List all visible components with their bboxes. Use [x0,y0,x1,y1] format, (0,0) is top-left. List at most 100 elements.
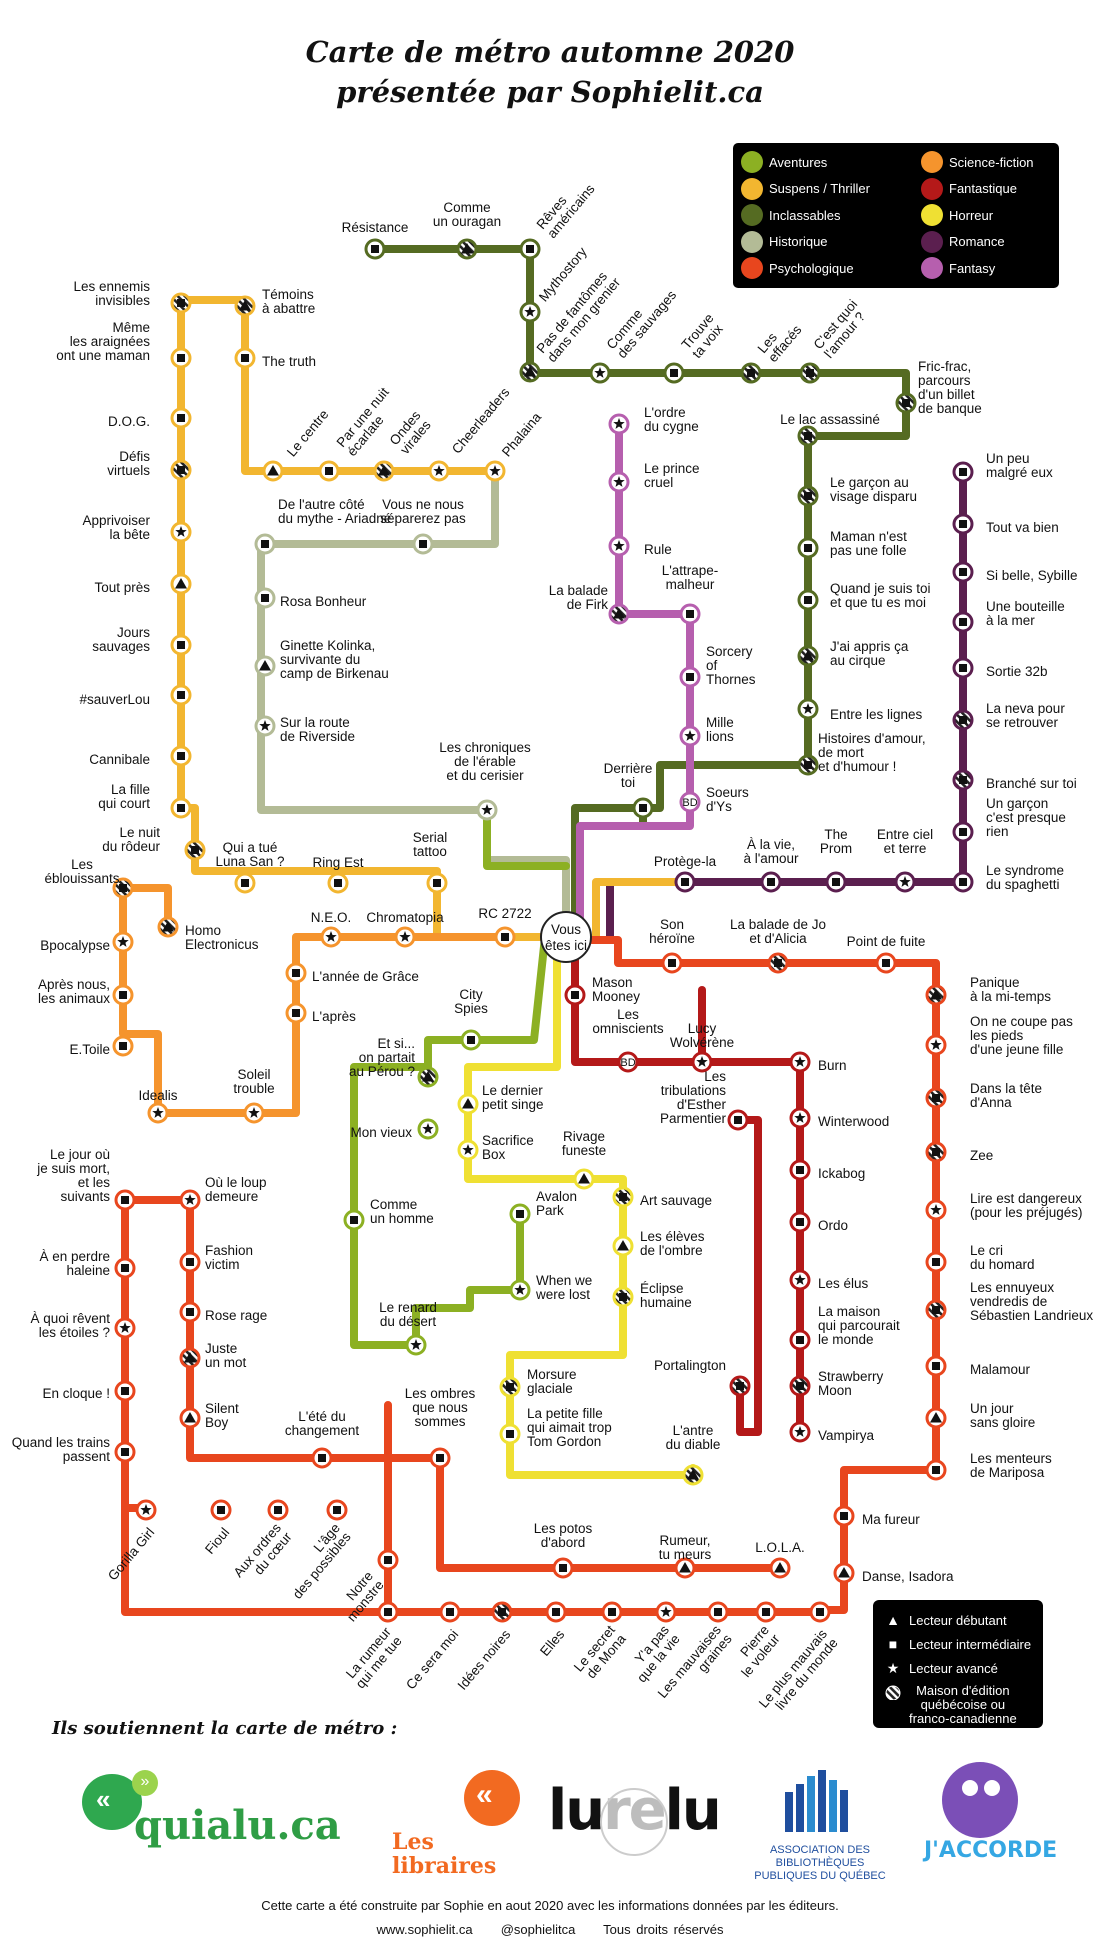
station-scifi-4[interactable] [285,1002,307,1024]
station-fantastique-0[interactable] [564,984,586,1006]
station-psycho-18[interactable] [655,1601,677,1623]
station-horreur-7[interactable] [499,1423,521,1445]
station-psycho-32[interactable] [114,1257,136,1279]
station-psycho-27[interactable] [210,1499,232,1521]
station-horreur-3[interactable] [612,1186,634,1208]
station-romance-10[interactable] [825,871,847,893]
station-yellow-20[interactable] [484,460,506,482]
station-psycho-1[interactable] [767,952,789,974]
station-inclassables-3[interactable] [519,301,541,323]
station-aventures-5[interactable] [509,1279,531,1301]
station-aventures-6[interactable] [509,1203,531,1225]
station-inclassables-5[interactable] [589,362,611,384]
station-psycho-20[interactable] [545,1601,567,1623]
station-psycho-8[interactable] [925,1251,947,1273]
station-yellow-13[interactable] [426,872,448,894]
station-inclassables-10[interactable] [797,425,819,447]
station-psycho-42[interactable] [674,1557,696,1579]
station-fantastique-5[interactable] [789,1159,811,1181]
station-yellow-6[interactable] [170,634,192,656]
station-psycho-34[interactable] [179,1189,201,1211]
station-historique-0[interactable] [254,533,276,555]
station-fantastique-6[interactable] [789,1211,811,1233]
station-psycho-30[interactable] [114,1380,136,1402]
station-fantastique-4[interactable] [789,1107,811,1129]
station-psycho-7[interactable] [925,1199,947,1221]
station-fantastique-11[interactable] [727,1109,749,1131]
station-psycho-10[interactable] [925,1355,947,1377]
station-inclassables-0[interactable] [364,238,386,260]
station-psycho-4[interactable] [925,1034,947,1056]
station-fantasy-2[interactable] [608,535,630,557]
station-inclassables-17[interactable] [632,797,654,819]
station-fantasy-0[interactable] [608,413,630,435]
station-psycho-21[interactable] [491,1601,513,1623]
station-romance-8[interactable] [952,871,974,893]
station-psycho-23[interactable] [377,1601,399,1623]
station-fantasy-7[interactable]: BD [679,791,701,813]
station-psycho-29[interactable] [114,1441,136,1463]
jaccorde-logo[interactable]: J'ACCORDE [918,1762,1057,1878]
station-horreur-4[interactable] [612,1235,634,1257]
station-inclassables-15[interactable] [797,698,819,720]
lurelu-logo[interactable]: lurelu [548,1778,728,1858]
station-romance-7[interactable] [952,821,974,843]
station-aventures-1[interactable] [417,1066,439,1088]
station-psycho-14[interactable] [833,1562,855,1584]
station-yellow-3[interactable] [170,459,192,481]
station-scifi-3[interactable] [285,962,307,984]
footer-site-link[interactable]: www.sophielit.ca [376,1922,473,1937]
station-psycho-11[interactable] [925,1407,947,1429]
station-psycho-24[interactable] [377,1549,399,1571]
station-fantastique-2[interactable] [691,1051,713,1073]
station-psycho-36[interactable] [179,1301,201,1323]
station-psycho-40[interactable] [429,1447,451,1469]
station-horreur-1[interactable] [457,1139,479,1161]
station-fantastique-1[interactable]: BD [617,1051,639,1073]
station-inclassables-4[interactable] [519,361,541,383]
station-psycho-17[interactable] [707,1601,729,1623]
station-yellow-2[interactable] [170,407,192,429]
station-fantastique-10[interactable] [789,1421,811,1443]
station-aventures-2[interactable] [417,1118,439,1140]
station-romance-9[interactable] [894,871,916,893]
station-psycho-41[interactable] [552,1557,574,1579]
station-psycho-16[interactable] [755,1601,777,1623]
station-fantasy-1[interactable] [608,471,630,493]
station-yellow-7[interactable] [170,684,192,706]
station-historique-1[interactable] [412,533,434,555]
station-scifi-0[interactable] [494,926,516,948]
station-psycho-43[interactable] [769,1557,791,1579]
station-yellow-12[interactable] [327,872,349,894]
station-inclassables-16[interactable] [797,754,819,776]
station-yellow-10[interactable] [184,839,206,861]
station-psycho-12[interactable] [925,1459,947,1481]
station-inclassables-8[interactable] [799,362,821,384]
station-fantasy-5[interactable] [679,666,701,688]
station-romance-5[interactable] [952,709,974,731]
station-yellow-19[interactable] [428,460,450,482]
station-psycho-31[interactable] [114,1317,136,1339]
station-romance-3[interactable] [952,611,974,633]
station-fantastique-8[interactable] [789,1329,811,1351]
station-scifi-8[interactable] [112,984,134,1006]
station-inclassables-9[interactable] [895,392,917,414]
station-fantastique-3[interactable] [789,1051,811,1073]
station-scifi-11[interactable] [157,916,179,938]
station-yellow-16[interactable] [262,460,284,482]
station-aventures-3[interactable] [343,1209,365,1231]
station-yellow-14[interactable] [234,295,256,317]
station-psycho-38[interactable] [179,1407,201,1429]
station-historique-3[interactable] [254,655,276,677]
station-yellow-18[interactable] [373,460,395,482]
station-fantastique-12[interactable] [729,1375,751,1397]
station-scifi-6[interactable] [147,1102,169,1124]
station-psycho-0[interactable] [661,952,683,974]
station-yellow-5[interactable] [170,573,192,595]
station-fantastique-9[interactable] [789,1375,811,1397]
station-romance-6[interactable] [952,769,974,791]
station-yellow-0[interactable] [170,292,192,314]
station-scifi-9[interactable] [112,931,134,953]
station-scifi-5[interactable] [243,1102,265,1124]
station-psycho-26[interactable] [267,1499,289,1521]
